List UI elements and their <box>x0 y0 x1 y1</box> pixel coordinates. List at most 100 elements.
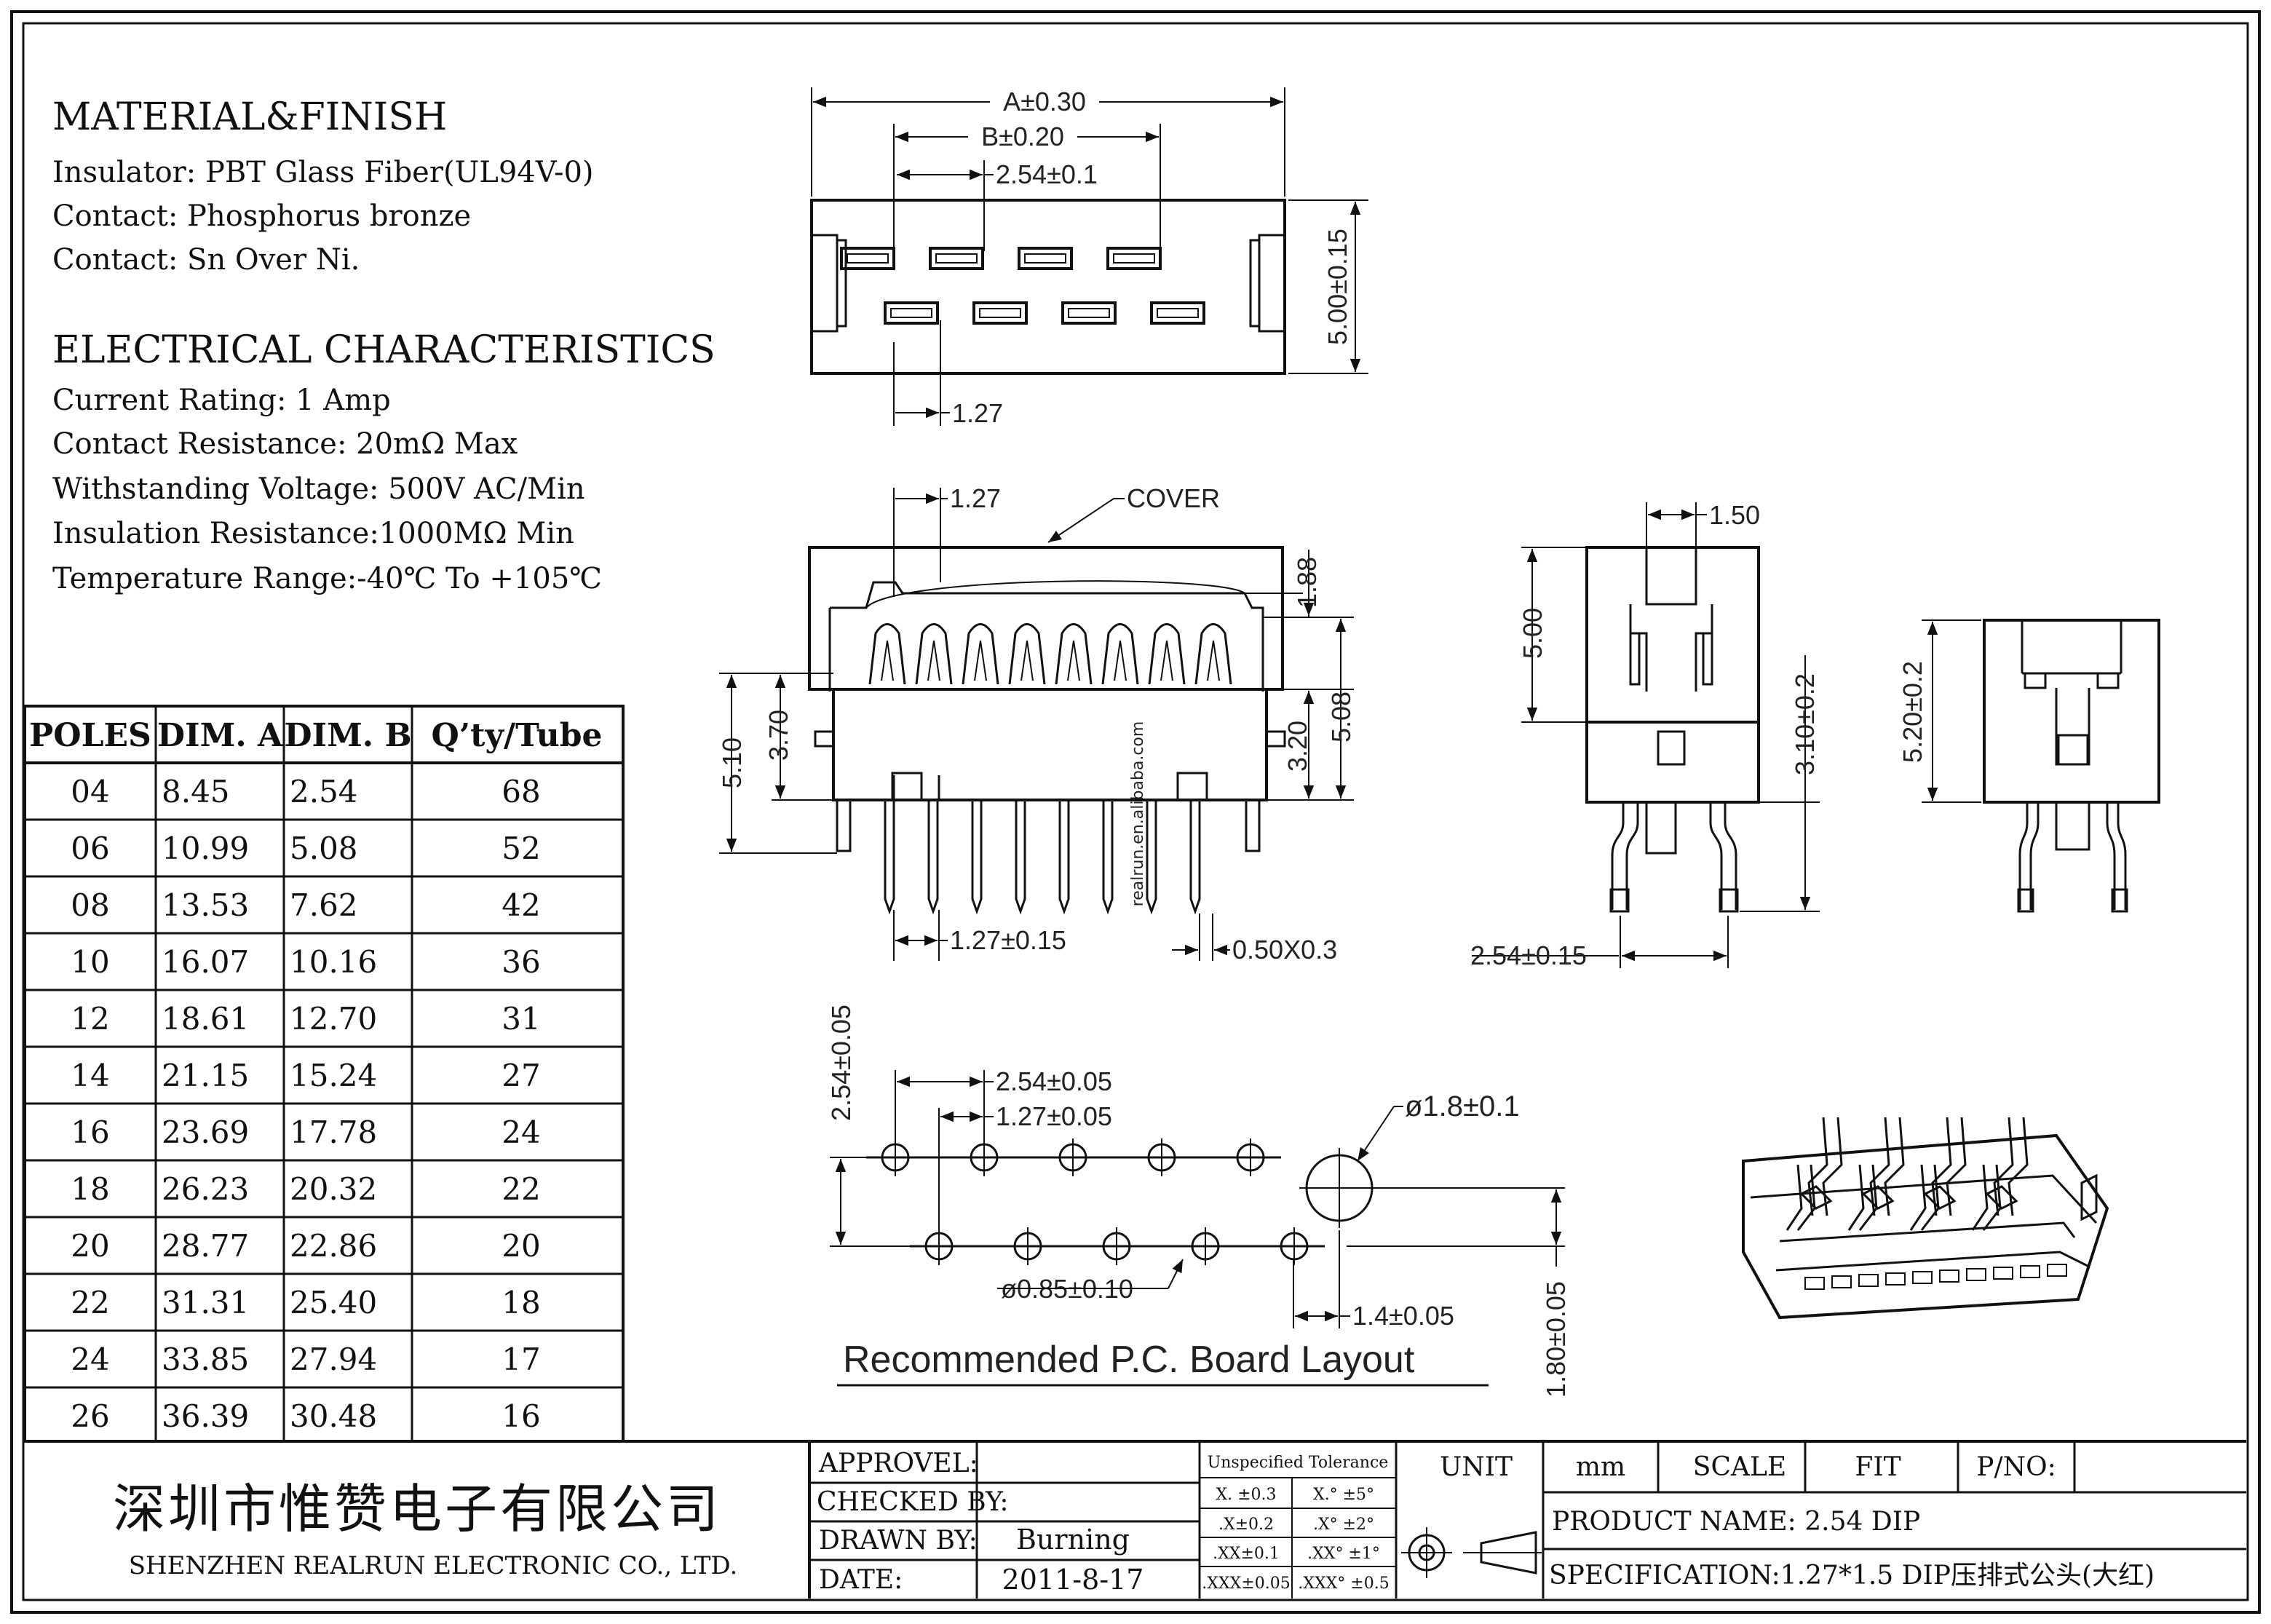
watermark: realrun.en.alibaba.com <box>1129 721 1147 907</box>
table-cell: 27.94 <box>290 1342 377 1377</box>
table-cell: 23.69 <box>162 1114 249 1150</box>
table-header-qty: Q’ty/Tube <box>431 717 602 754</box>
tol-0-0: X. ±0.3 <box>1216 1486 1276 1504</box>
table-header-dim-a: DIM. A <box>157 717 283 754</box>
unit-label: UNIT <box>1440 1452 1513 1482</box>
material-line-2: Contact: Phosphorus bronze <box>52 199 471 233</box>
electrical-line-4: Insulation Resistance:1000MΩ Min <box>52 517 574 550</box>
table-cell: 21.15 <box>162 1058 249 1093</box>
side-view: 1.50 5.00 3.10±0.2 2.54±0.15 <box>1470 500 1820 970</box>
unit-value: mm <box>1576 1452 1625 1482</box>
contact-slot <box>929 247 984 270</box>
table-cell: 52 <box>502 831 540 866</box>
tol-2-0: .XX±0.1 <box>1213 1545 1280 1563</box>
table-header-dim-b: DIM. B <box>284 717 411 754</box>
electrical-heading: ELECTRICAL CHARACTERISTICS <box>52 328 716 372</box>
tol-2-1: .XX° ±1° <box>1307 1545 1380 1563</box>
date-value: 2011-8-17 <box>1002 1564 1144 1596</box>
tolerance-title: Unspecified Tolerance <box>1208 1454 1389 1472</box>
table-cell: 10 <box>71 944 109 980</box>
dim-front-offset: 1.27 <box>950 483 1001 513</box>
company-name-cn: 深圳市惟赞电子有限公司 <box>113 1478 721 1540</box>
table-cell: 14 <box>71 1058 109 1093</box>
dim-front-pin: 0.50X0.3 <box>1232 935 1337 965</box>
table-cell: 06 <box>71 831 109 866</box>
dim-pcb-127: 1.27±0.05 <box>996 1101 1112 1131</box>
front-contact <box>1148 623 1186 685</box>
material-section: MATERIAL&FINISH Insulator: PBT Glass Fib… <box>52 95 594 277</box>
pcb-layout-title: Recommended P.C. Board Layout <box>843 1339 1415 1381</box>
table-cell: 16 <box>71 1114 109 1150</box>
table-cell: 24 <box>71 1342 109 1377</box>
tol-1-1: .X° ±2° <box>1313 1516 1374 1534</box>
table-cell: 12 <box>71 1001 109 1037</box>
iso-pin <box>1786 1164 1816 1231</box>
dim-pcb-254v: 2.54±0.05 <box>826 1005 856 1121</box>
dim-front-370: 3.70 <box>764 710 793 761</box>
dim-front-510: 5.10 <box>717 737 747 788</box>
table-cell: 24 <box>502 1114 540 1150</box>
front-contact <box>1008 623 1046 685</box>
table-cell: 2.54 <box>290 774 358 809</box>
table-cell: 26 <box>71 1398 109 1434</box>
electrical-line-3: Withstanding Voltage: 500V AC/Min <box>52 472 585 506</box>
front-pin <box>971 800 983 915</box>
table-cell: 18 <box>502 1285 540 1320</box>
table-cell: 5.08 <box>290 831 358 866</box>
dim-side2-520: 5.20±0.2 <box>1898 661 1927 763</box>
contact-slot <box>884 301 939 325</box>
table-cell: 27 <box>502 1058 540 1093</box>
drawn-label: DRAWN BY: <box>819 1526 978 1556</box>
contact-slot <box>1018 247 1073 270</box>
table-cell: 17 <box>502 1342 540 1377</box>
front-pin <box>1015 800 1026 915</box>
table-cell: 18.61 <box>162 1001 249 1037</box>
table-cell: 15.24 <box>290 1058 377 1093</box>
table-cell: 22.86 <box>290 1228 377 1264</box>
dim-front-508: 5.08 <box>1326 692 1356 742</box>
material-line-1: Insulator: PBT Glass Fiber(UL94V-0) <box>52 156 594 189</box>
table-cell: 22 <box>71 1285 109 1320</box>
table-cell: 10.16 <box>290 944 377 980</box>
electrical-line-2: Contact Resistance: 20mΩ Max <box>52 427 518 461</box>
front-pin <box>1146 800 1157 915</box>
front-contact <box>915 623 953 685</box>
electrical-line-1: Current Rating: 1 Amp <box>52 384 391 417</box>
dim-top-pitch: 2.54±0.1 <box>996 159 1098 189</box>
checked-label: CHECKED BY: <box>817 1487 1009 1517</box>
contact-slot <box>1061 301 1117 325</box>
tol-3-1: .XXX° ±0.5 <box>1298 1575 1389 1593</box>
front-pin <box>927 800 939 915</box>
table-cell: 18 <box>71 1171 109 1207</box>
front-pin <box>884 800 895 915</box>
scale-value: FIT <box>1855 1452 1901 1482</box>
dim-pcb-254h: 2.54±0.05 <box>996 1066 1112 1096</box>
dim-pcb-14: 1.4±0.05 <box>1352 1301 1454 1331</box>
projection-symbol <box>1401 1527 1542 1578</box>
front-pin <box>1102 800 1114 915</box>
electrical-section: ELECTRICAL CHARACTERISTICS Current Ratin… <box>52 328 716 595</box>
iso-pin <box>1807 1117 1843 1216</box>
table-cell: 04 <box>71 774 109 809</box>
table-cell: 30.48 <box>290 1398 377 1434</box>
table-cell: 28.77 <box>162 1228 249 1264</box>
dim-side-310: 3.10±0.2 <box>1790 673 1820 775</box>
table-cell: 68 <box>502 774 540 809</box>
dim-pcb-18: ø1.8±0.1 <box>1405 1090 1520 1122</box>
front-pin <box>1189 800 1201 915</box>
isometric-view <box>1742 1117 2109 1320</box>
table-cell: 42 <box>502 887 540 923</box>
table-cell: 7.62 <box>290 887 358 923</box>
table-cell: 25.40 <box>290 1285 377 1320</box>
company-name-en: SHENZHEN REALRUN ELECTRONIC CO., LTD. <box>129 1551 738 1580</box>
dim-front-320: 3.20 <box>1283 721 1312 772</box>
contact-slot <box>1150 301 1205 325</box>
table-cell: 31 <box>502 1001 540 1037</box>
dim-top-height: 5.00±0.15 <box>1323 229 1352 345</box>
table-cell: 16.07 <box>162 944 249 980</box>
tol-3-0: .XXX±0.05 <box>1202 1575 1290 1593</box>
iso-pin <box>1847 1164 1878 1231</box>
contact-slot <box>1106 247 1162 270</box>
iso-pin <box>1869 1117 1905 1216</box>
